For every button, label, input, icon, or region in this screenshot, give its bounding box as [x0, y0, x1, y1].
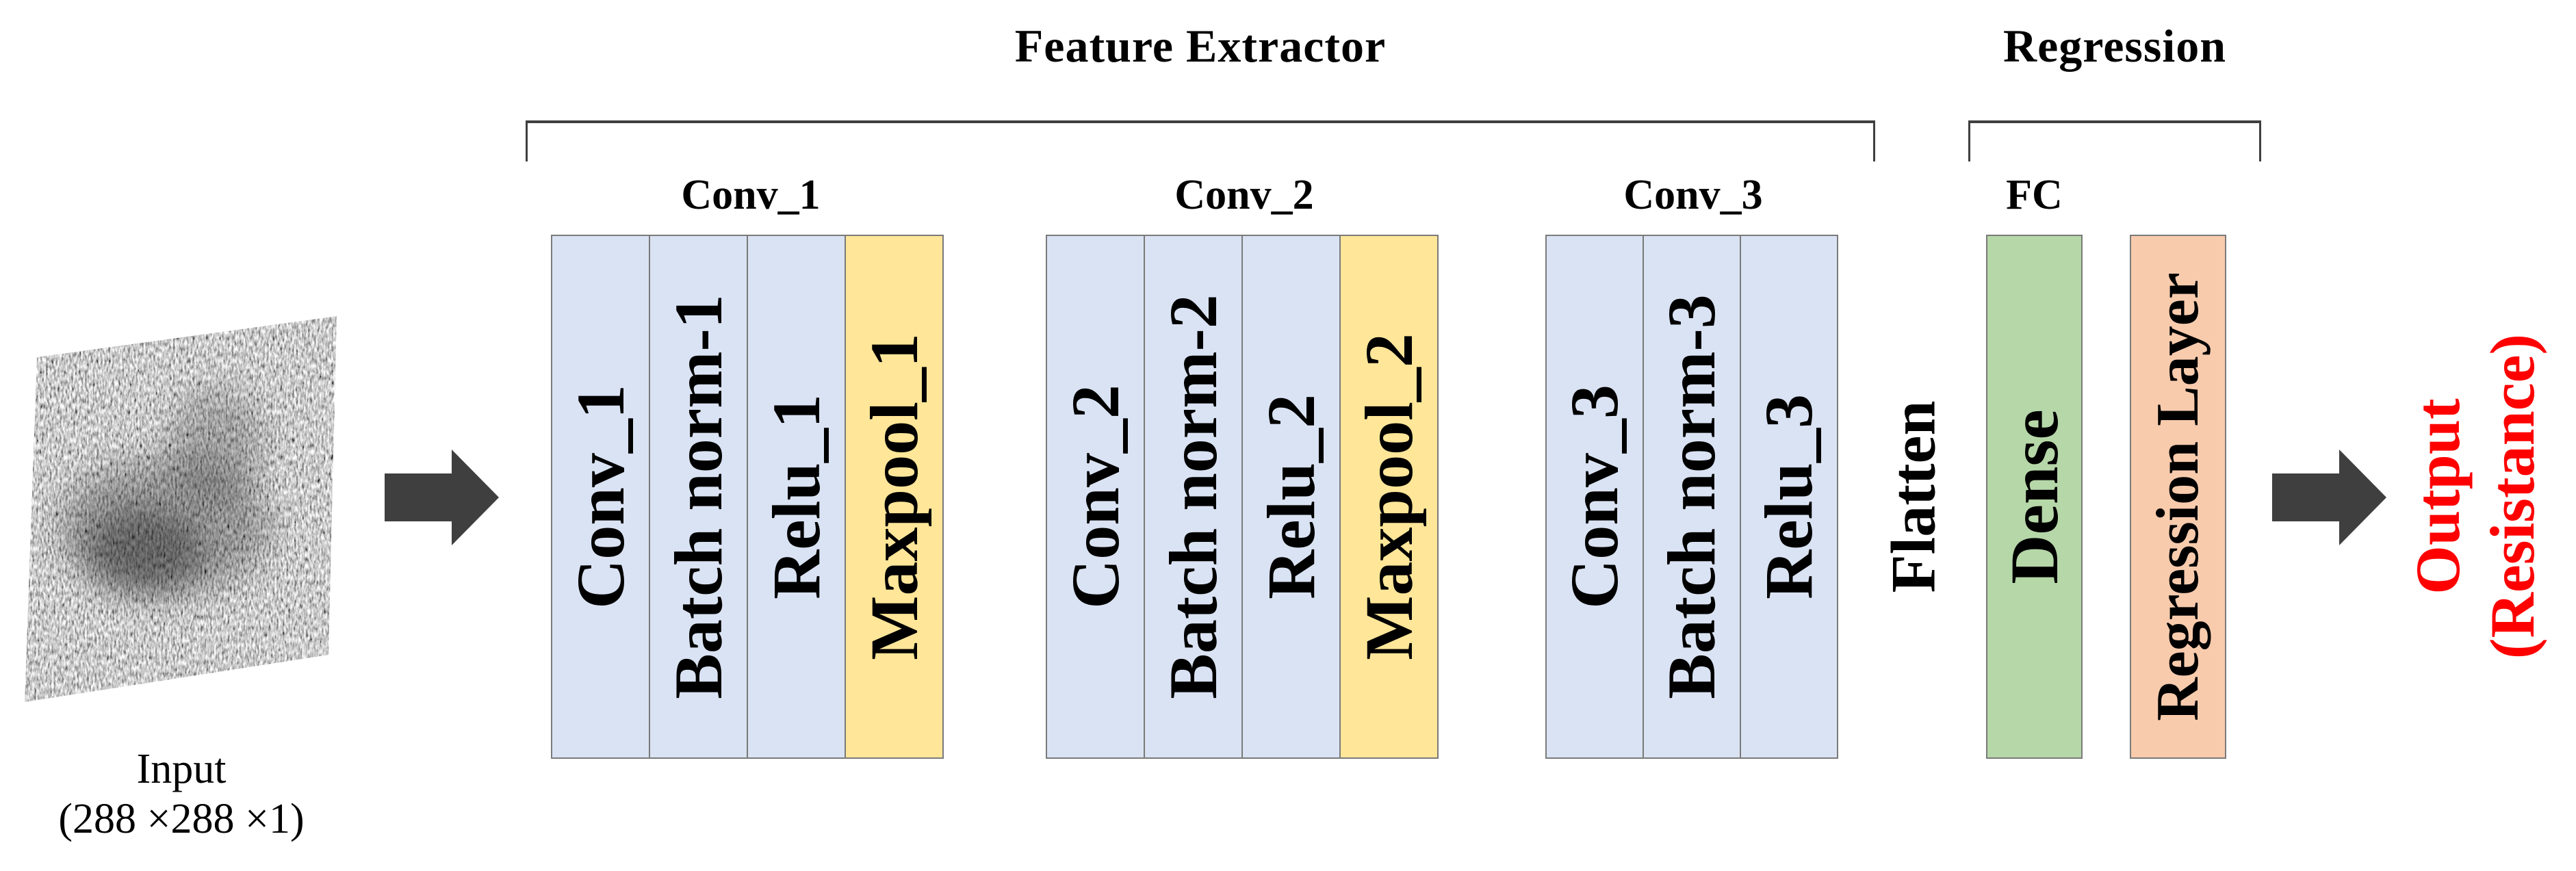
layer-batchnorm-2: Batch norm-2	[1144, 235, 1243, 759]
layer-label: Batch norm-3	[1653, 294, 1730, 699]
layer-label: Batch norm-2	[1155, 294, 1231, 699]
conv-group-3: Conv_3 Batch norm-3 Relu_3	[1545, 235, 1838, 759]
input-caption-line2: (288 ×288 ×1)	[58, 796, 305, 843]
layer-maxpool-1: Maxpool_1	[845, 235, 944, 759]
conv2-group-label: Conv_2	[1174, 172, 1314, 218]
layer-label: Relu_3	[1751, 394, 1827, 599]
layer-relu-2: Relu_2	[1241, 235, 1341, 759]
layer-label: Relu_1	[758, 394, 834, 599]
conv-group-1: Conv_1 Batch norm-1 Relu_1 Maxpool_1	[551, 235, 944, 759]
input-caption: Input (288 ×288 ×1)	[27, 744, 335, 844]
flow-arrow-icon	[2272, 450, 2386, 545]
layer-label: Regression Layer	[2144, 272, 2211, 721]
input-caption-line1: Input	[136, 746, 227, 792]
conv1-group-label: Conv_1	[681, 172, 821, 218]
flow-arrow-icon	[385, 450, 499, 545]
layer-label: Conv_3	[1556, 385, 1632, 609]
layer-conv-2: Conv_2	[1046, 235, 1145, 759]
flatten-label: Flatten	[1879, 400, 1948, 593]
regression-bracket	[1968, 120, 2261, 161]
flatten-label-wrap: Flatten	[1841, 235, 1986, 759]
layer-label: Batch norm-1	[660, 294, 736, 699]
output-label: Output (Resistance)	[2401, 334, 2549, 659]
output-label-wrap: Output (Resistance)	[2375, 235, 2576, 759]
conv3-group-label: Conv_3	[1623, 172, 1763, 218]
layer-label: Dense	[1996, 409, 2072, 584]
layer-conv-1: Conv_1	[551, 235, 650, 759]
output-line1: Output	[2403, 398, 2473, 595]
layer-label: Maxpool_1	[855, 333, 932, 660]
feature-extractor-bracket	[526, 120, 1875, 161]
conv-group-2: Conv_2 Batch norm-2 Relu_2 Maxpool_2	[1046, 235, 1439, 759]
layer-relu-3: Relu_3	[1740, 235, 1838, 759]
layer-regression: Regression Layer	[2130, 235, 2226, 759]
layer-batchnorm-3: Batch norm-3	[1643, 235, 1741, 759]
fc-group-label: FC	[2006, 172, 2063, 218]
layer-label: Maxpool_2	[1350, 333, 1427, 660]
layer-relu-1: Relu_1	[747, 235, 846, 759]
layer-maxpool-2: Maxpool_2	[1339, 235, 1439, 759]
layer-dense: Dense	[1986, 235, 2083, 759]
input-fabric-image	[25, 316, 337, 702]
output-line2: (Resistance)	[2477, 334, 2547, 660]
layer-conv-3: Conv_3	[1545, 235, 1644, 759]
layer-batchnorm-1: Batch norm-1	[649, 235, 748, 759]
feature-extractor-title: Feature Extractor	[1014, 20, 1387, 72]
layer-label: Conv_1	[562, 385, 639, 609]
layer-label: Relu_2	[1252, 394, 1329, 599]
regression-title: Regression	[2002, 20, 2227, 72]
layer-label: Conv_2	[1057, 385, 1133, 609]
